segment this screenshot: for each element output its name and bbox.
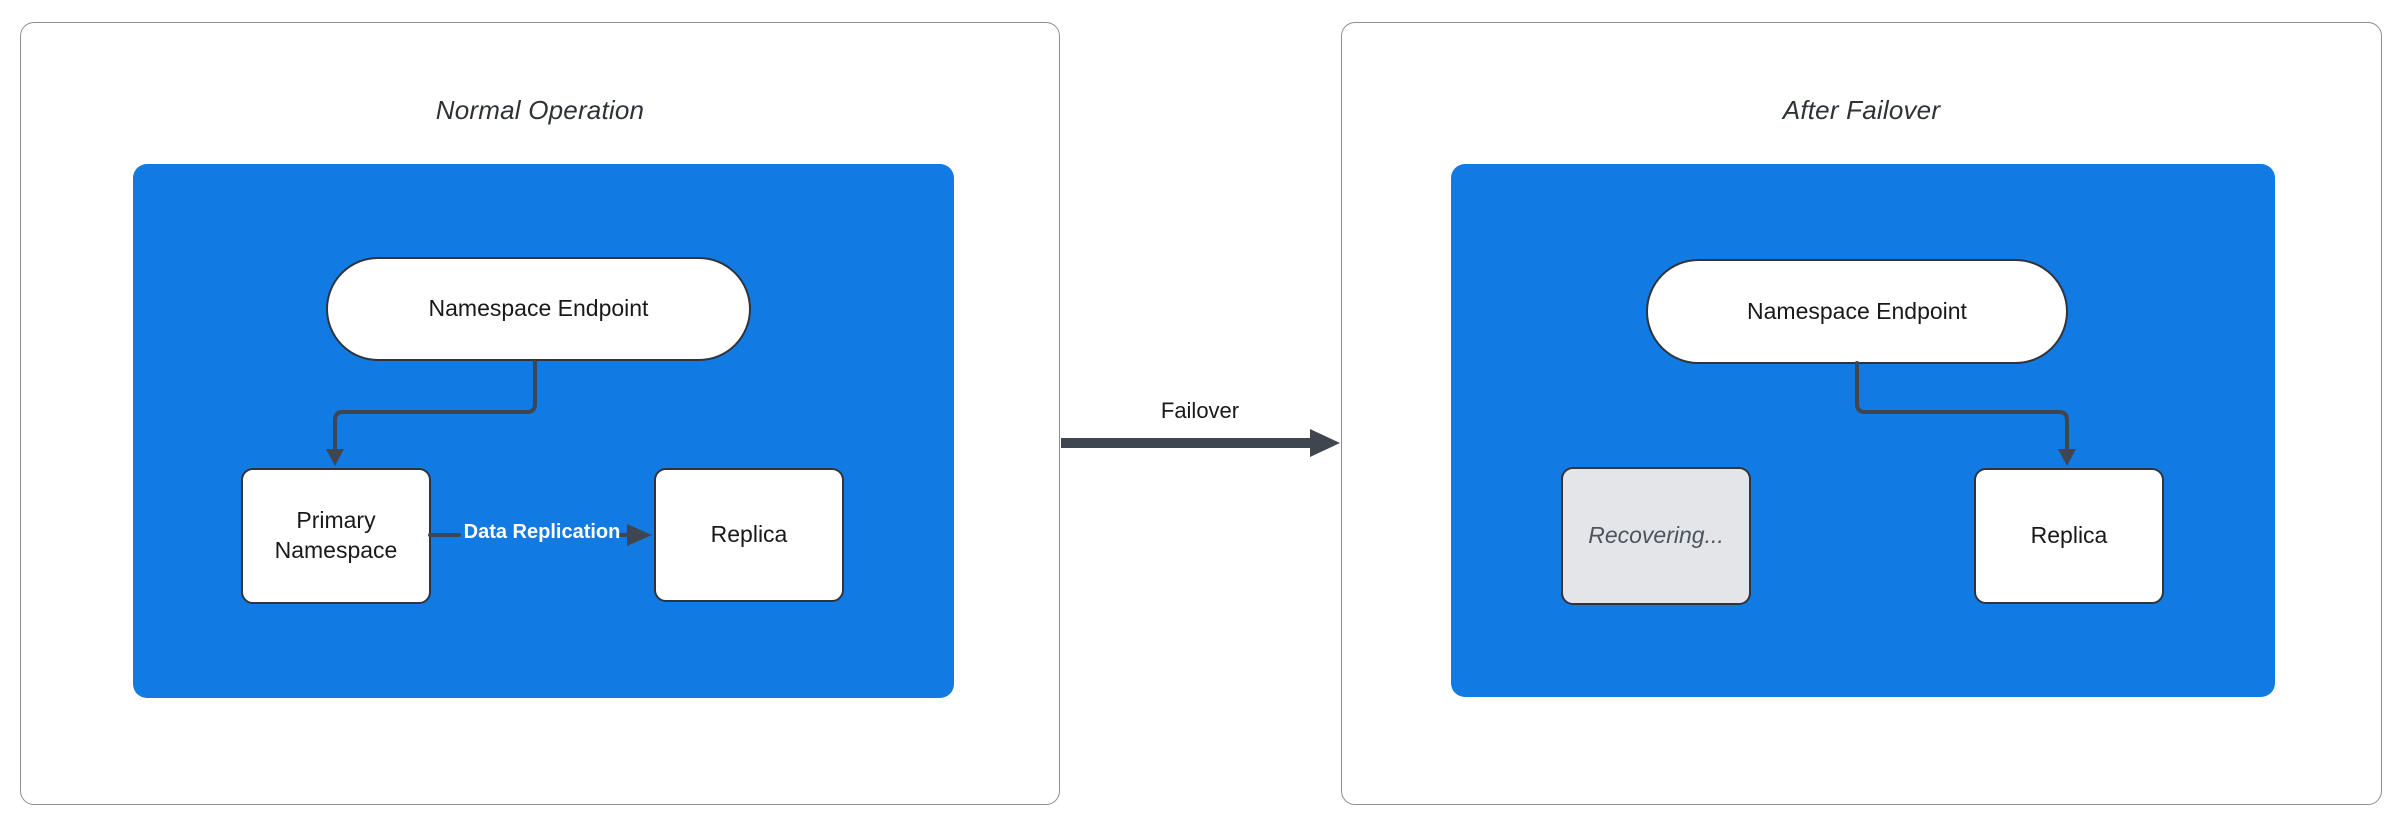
node-primary-namespace: Primary Namespace [241,468,431,604]
node-label: Namespace Endpoint [428,295,649,322]
panel-title: After Failover [1782,95,1941,125]
node-recovering: Recovering... [1561,467,1751,605]
node-label: Namespace Endpoint [1747,297,1967,324]
node-namespace-endpoint: Namespace Endpoint [326,257,751,361]
panel-after-failover: After Failover Namespace Endpoint Recove… [1341,22,2382,805]
edge-label-data-replication: Data Replication [463,521,621,543]
failover-arrowhead [1310,429,1340,457]
node-replica-right: Replica [1974,468,2164,604]
node-label: Replica [2030,522,2108,549]
node-label: Replica [710,521,788,548]
node-label: Recovering... [1588,522,1724,549]
node-replica-left: Replica [654,468,844,602]
panel-normal-operation: Normal Operation Namespace Endpoint Prim… [20,22,1060,805]
cluster-box: Namespace Endpoint Recovering... Replica [1451,164,2275,697]
panel-title: Normal Operation [435,95,645,125]
cluster-box: Namespace Endpoint Primary Namespace Rep… [133,164,954,698]
node-namespace-endpoint: Namespace Endpoint [1646,259,2068,364]
failover-label: Failover [1160,398,1240,423]
node-label: Primary Namespace [274,507,398,563]
